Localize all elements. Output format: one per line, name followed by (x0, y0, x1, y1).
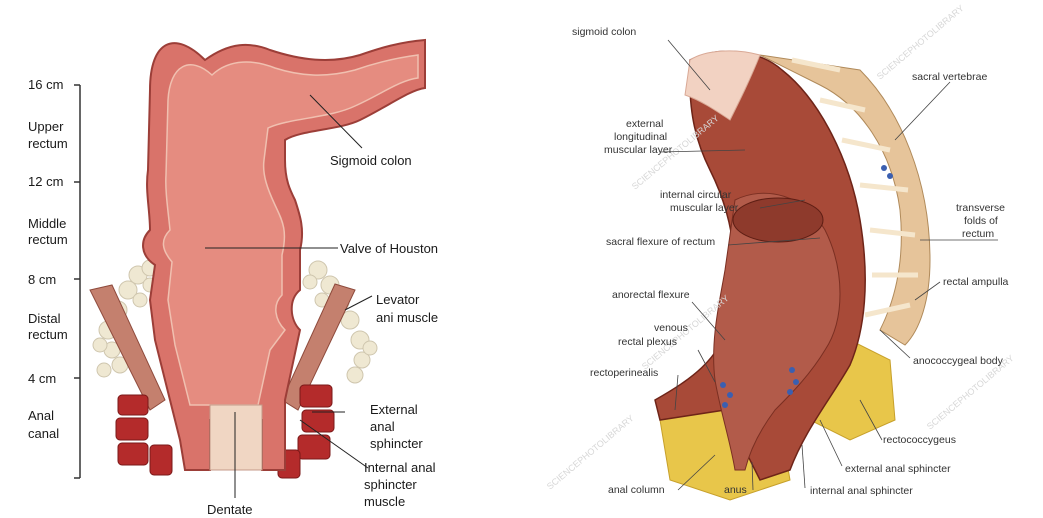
label-anococcygeal-body: anococcygeal body (913, 355, 1004, 367)
label-internal-circular-line1: internal circular (660, 189, 732, 201)
scale-region-label: rectum (28, 327, 68, 342)
label-transverse-line2: folds of (964, 215, 998, 227)
label-dentate: Dentate (207, 502, 253, 517)
length-scale (74, 85, 80, 478)
scale-tick-label: 12 cm (28, 174, 63, 189)
anal-canal (210, 405, 262, 470)
watermark-2: SCIENCEPHOTOLIBRARY (875, 3, 966, 81)
label-anorectal-flexure: anorectal flexure (612, 289, 690, 301)
label-rectococcygeus: rectococcygeus (883, 434, 956, 446)
label-internal-line3: muscle (364, 494, 405, 509)
label-external-longitudinal-line3: muscular layer (604, 144, 673, 156)
scale-region-label: rectum (28, 232, 68, 247)
scale-region-label: Upper (28, 119, 64, 134)
label-external-longitudinal-line1: external (626, 118, 663, 130)
scale-region-label: rectum (28, 136, 68, 151)
rectum-sagittal-illustration: SCIENCEPHOTOLIBRARY SCIENCEPHOTOLIBRARY … (520, 0, 1043, 518)
scale-region-label: canal (28, 426, 59, 441)
label-levator-line2: ani muscle (376, 310, 438, 325)
label-sigmoid-colon: sigmoid colon (572, 26, 636, 38)
label-external-longitudinal-line2: longitudinal (614, 131, 667, 143)
label-anal-column: anal column (608, 484, 665, 496)
label-external-line1: External (370, 402, 418, 417)
scale-region-label: Distal (28, 311, 61, 326)
label-venous-line2: rectal plexus (618, 336, 677, 348)
label-anus: anus (724, 484, 747, 496)
label-internal-line1: Internal anal (364, 460, 436, 475)
scale-region-label: Anal (28, 408, 54, 423)
right-diagram-panel: SCIENCEPHOTOLIBRARY SCIENCEPHOTOLIBRARY … (520, 0, 1043, 518)
label-levator-line1: Levator (376, 292, 420, 307)
label-internal-circular-line2: muscular layer (670, 202, 739, 214)
label-internal-anal-sphincter: internal anal sphincter (810, 485, 913, 497)
label-transverse-line3: rectum (962, 228, 994, 240)
scale-tick-label: 16 cm (28, 77, 63, 92)
scale-tick-label: 8 cm (28, 272, 56, 287)
label-external-line2: anal (370, 419, 395, 434)
label-sacral-vertebrae: sacral vertebrae (912, 71, 987, 83)
label-valve-of-houston: Valve of Houston (340, 241, 438, 256)
label-sigmoid-colon: Sigmoid colon (330, 153, 412, 168)
label-rectal-ampulla: rectal ampulla (943, 276, 1009, 288)
scale-region-label: Middle (28, 216, 66, 231)
label-venous-line1: venous (654, 322, 688, 334)
label-external-anal-sphincter: external anal sphincter (845, 463, 951, 475)
label-sacral-flexure: sacral flexure of rectum (606, 236, 715, 248)
label-internal-line2: sphincter (364, 477, 417, 492)
label-transverse-line1: transverse (956, 202, 1005, 214)
label-external-line3: sphincter (370, 436, 423, 451)
watermark-5: SCIENCEPHOTOLIBRARY (545, 413, 636, 491)
label-rectoperinealis: rectoperinealis (590, 367, 658, 379)
scale-tick-label: 4 cm (28, 371, 56, 386)
